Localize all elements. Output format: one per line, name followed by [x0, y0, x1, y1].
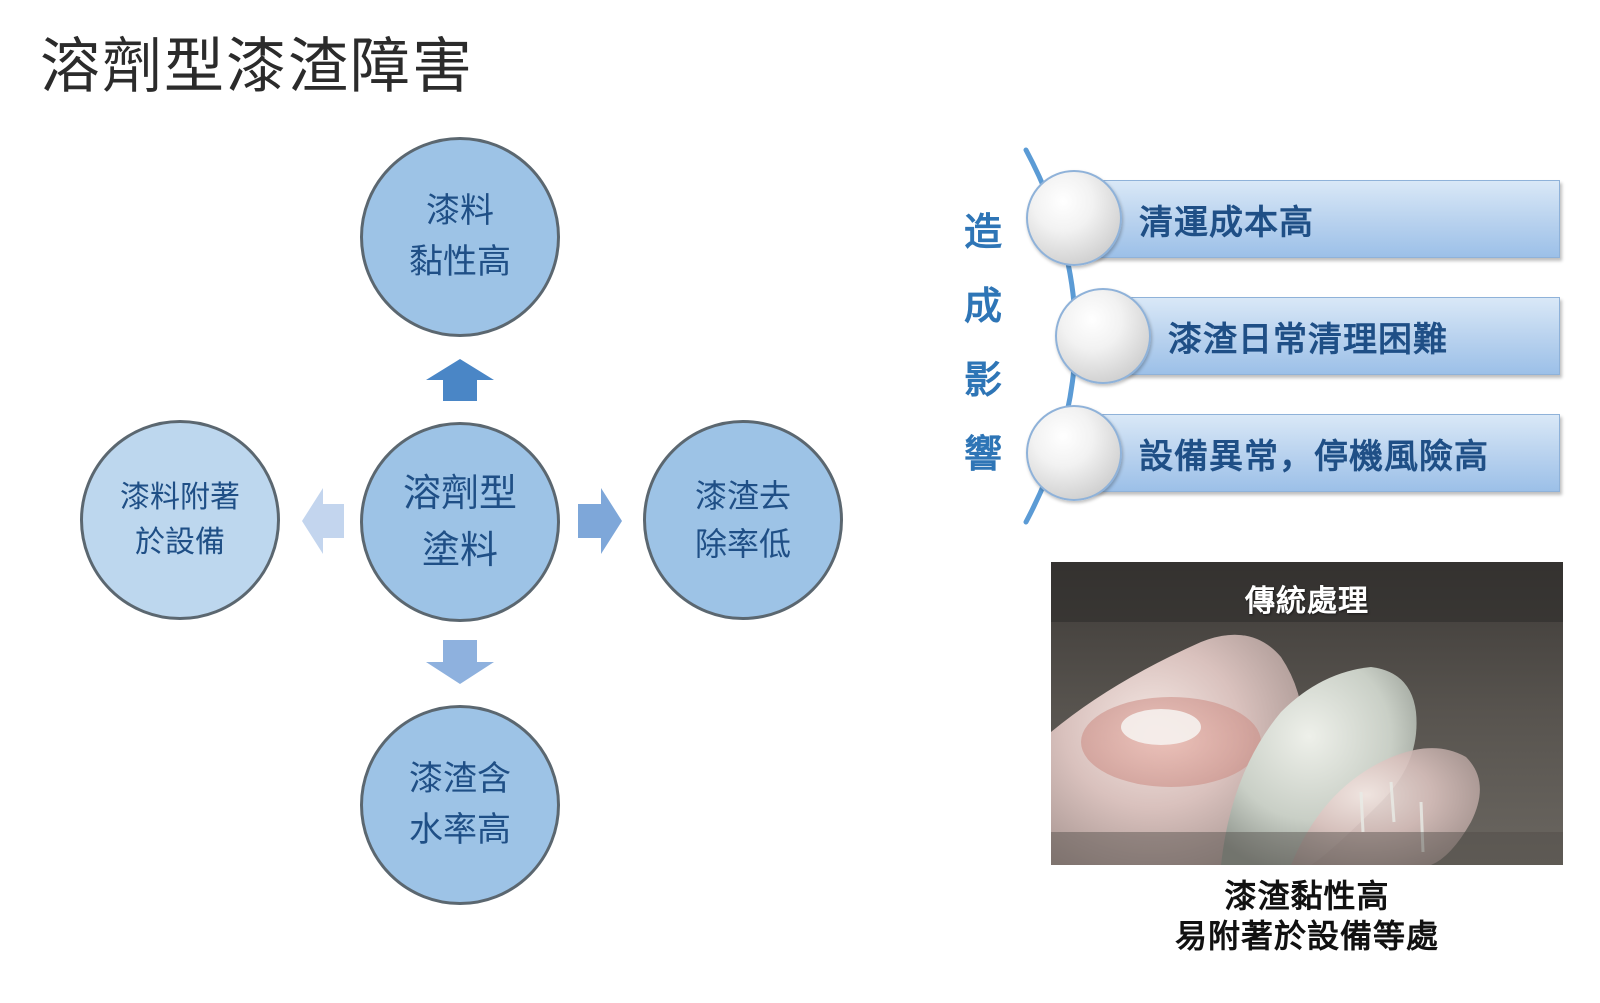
arrow-right-icon [578, 488, 622, 554]
arrow-down-icon [426, 640, 494, 684]
circle-left-line-1: 漆料附著 [120, 480, 240, 515]
bullet-sphere-icon [1055, 288, 1151, 384]
circle-solvent-paint: 溶劑型 塗料 [360, 422, 560, 622]
impact-label-char: 成 [963, 284, 1002, 328]
circle-paint-adhesion: 漆料附著 於設備 [80, 420, 280, 620]
photo-caption-line-1: 漆渣黏性高 [1224, 877, 1390, 915]
circle-removal-rate: 漆渣去 除率低 [643, 420, 843, 620]
photo-caption-line-2: 易附著於設備等處 [1174, 917, 1439, 955]
circle-right-line-1: 漆渣去 [694, 477, 791, 515]
arrow-up-icon [426, 359, 494, 401]
circle-paint-viscosity: 漆料 黏性高 [360, 137, 560, 337]
impact-label-char: 影 [963, 358, 1002, 402]
circle-bottom-line-1: 漆渣含 [409, 759, 511, 799]
circle-top-line-1: 漆料 [426, 191, 494, 231]
impact-item-label: 設備異常，停機風險高 [1139, 436, 1489, 477]
impact-label-char: 造 [963, 210, 1002, 254]
impact-item-downtime: 設備異常，停機風險高 [1076, 414, 1560, 492]
impact-item-label: 漆渣日常清理困難 [1168, 319, 1448, 360]
arrow-left-icon [302, 488, 344, 554]
sludge-photo-illustration [1051, 562, 1563, 865]
sludge-photo: 傳統處理 [1051, 562, 1563, 865]
circle-right-line-2: 除率低 [694, 525, 791, 563]
photo-label: 傳統處理 [1245, 584, 1369, 619]
circle-water-content: 漆渣含 水率高 [360, 705, 560, 905]
circle-center-line-2: 塗料 [421, 528, 498, 572]
circle-left-line-2: 於設備 [135, 525, 225, 560]
impact-item-cost: 清運成本高 [1076, 180, 1560, 258]
circle-bottom-line-2: 水率高 [409, 810, 511, 850]
impact-vertical-label: 造 成 影 響 [958, 195, 1008, 491]
impact-item-label: 清運成本高 [1139, 202, 1314, 243]
impact-label-char: 響 [963, 432, 1002, 476]
bullet-sphere-icon [1026, 170, 1122, 266]
circle-center-line-1: 溶劑型 [402, 471, 517, 515]
page-title: 溶劑型漆渣障害 [40, 32, 474, 102]
bullet-sphere-icon [1026, 405, 1122, 501]
impact-item-cleaning: 漆渣日常清理困難 [1103, 297, 1560, 375]
circle-top-line-2: 黏性高 [409, 242, 511, 282]
photo-caption: 漆渣黏性高 易附著於設備等處 [1051, 876, 1563, 956]
